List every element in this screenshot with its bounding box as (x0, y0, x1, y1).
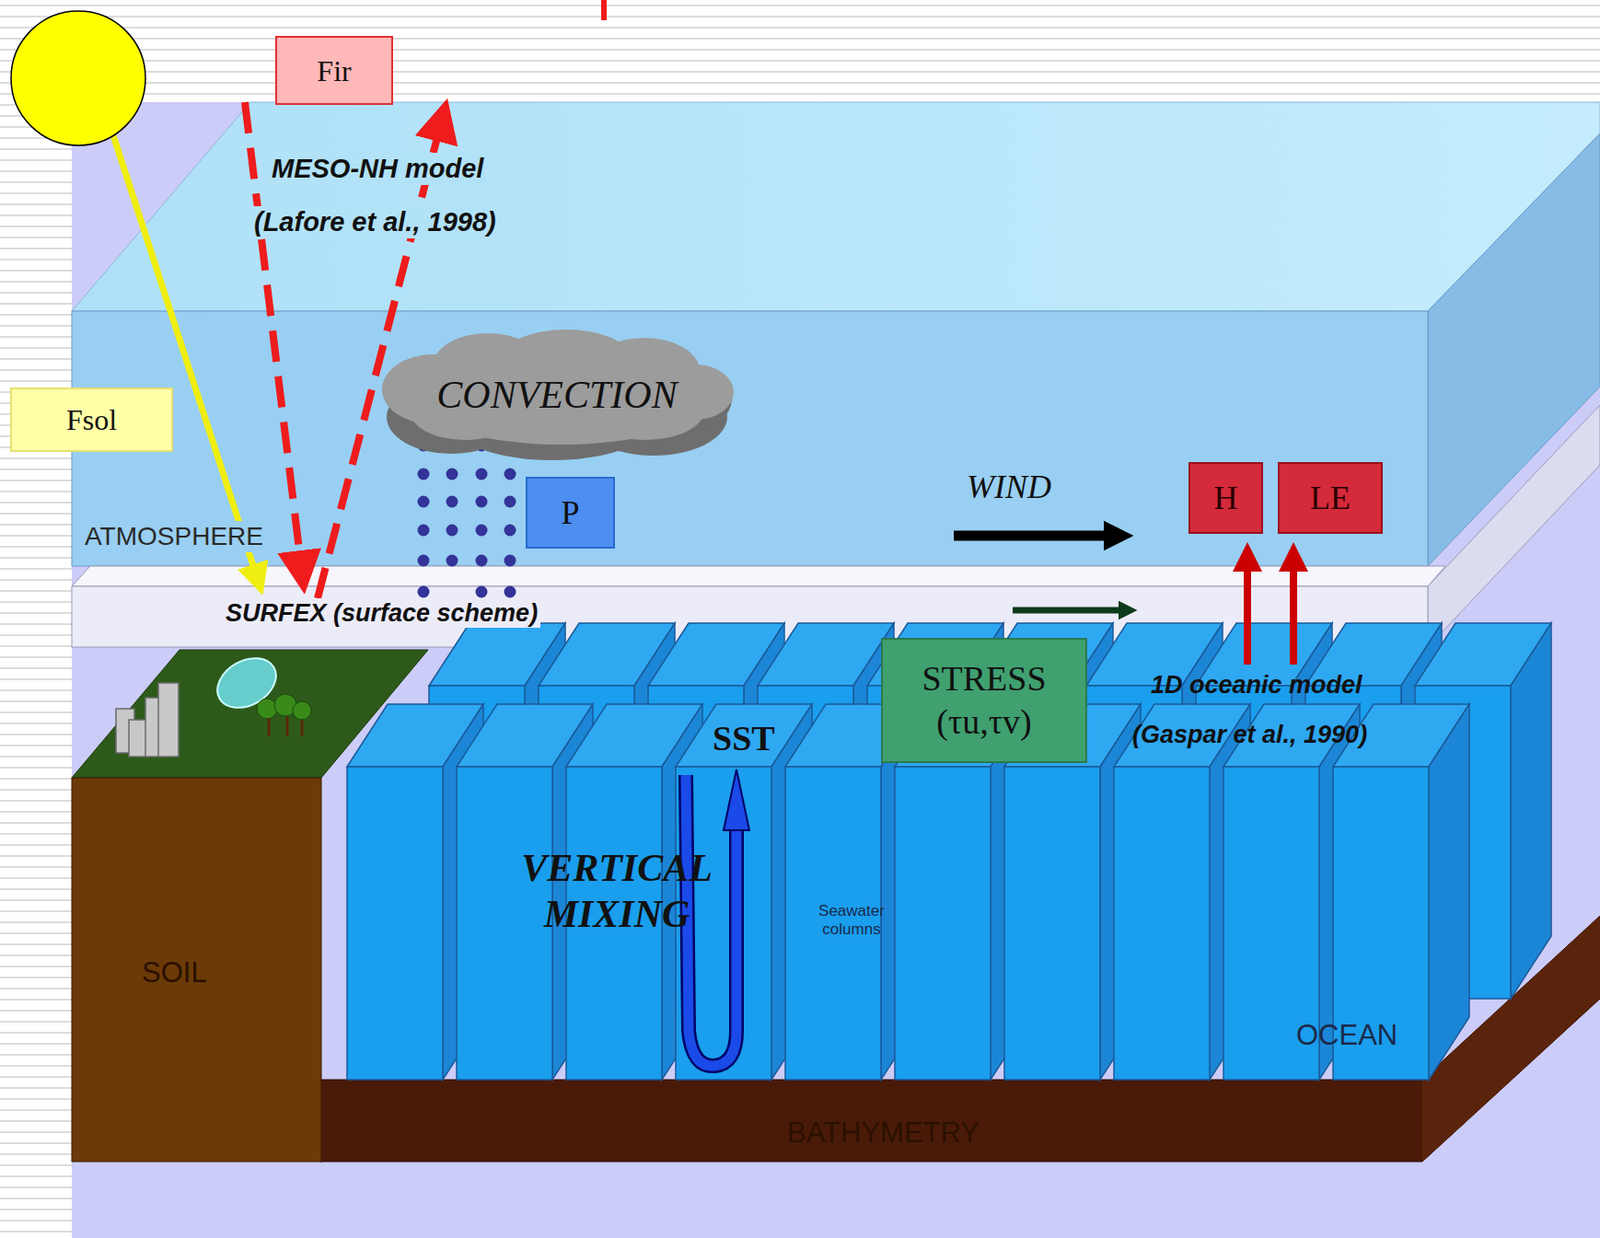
process-label: VERTICAL MIXING (515, 845, 719, 939)
rain-dot (446, 555, 459, 568)
rain-dot (504, 496, 517, 509)
rain-dot (446, 524, 459, 537)
layer-name: OCEAN (1296, 1018, 1398, 1053)
stress-box: STRESS(τu,τv) (881, 637, 1088, 764)
node-text: (τu,τv) (936, 700, 1032, 745)
rain-dot (475, 586, 488, 599)
rain-dot (504, 468, 517, 481)
convection-cloud: CONVECTION (377, 329, 737, 461)
model-reference: (Lafore et al., 1998) (251, 206, 499, 239)
rain-dot (475, 555, 488, 568)
model-name: 1D oceanic model (1150, 670, 1363, 700)
rain-dot (417, 524, 430, 537)
flux-box: H (1188, 462, 1264, 534)
flux-box: Fir (275, 35, 394, 105)
rain-dot (475, 524, 488, 537)
rain-dot (504, 586, 517, 599)
flux-box: Fsol (10, 387, 174, 453)
model-reference: (Gaspar et al., 1990) (1132, 719, 1368, 750)
rain-dot (417, 555, 430, 568)
rain-dot (504, 524, 517, 537)
part-name: Seawater columns (810, 902, 893, 940)
precip-box: P (525, 476, 615, 549)
node-text: H (1214, 477, 1239, 520)
rain-dot (417, 586, 430, 599)
rain-dot (504, 555, 517, 568)
flux-box: LE (1277, 462, 1383, 534)
node-text: Fsol (66, 401, 117, 439)
rain-dot (475, 468, 488, 481)
node-text: CONVECTION (436, 371, 677, 420)
rain-dot (417, 468, 430, 481)
model-name: MESO-NH model (268, 152, 487, 186)
layer-name: BATHYMETRY (787, 1115, 980, 1150)
node-text: P (560, 492, 580, 534)
node-text: Fir (316, 52, 351, 90)
rain-dot (446, 468, 459, 481)
node-text: STRESS (921, 657, 1046, 702)
layer-name: SOIL (141, 955, 208, 990)
rain-dot (475, 496, 488, 509)
rain-dot (446, 496, 459, 509)
rain-dot (417, 496, 430, 509)
wind-label: WIND (966, 467, 1052, 508)
node-text: LE (1310, 477, 1351, 520)
layer-name: SURFEX (surface scheme) (222, 598, 541, 628)
sst-label: SST (712, 718, 776, 761)
layer-name: ATMOSPHERE (81, 521, 267, 553)
